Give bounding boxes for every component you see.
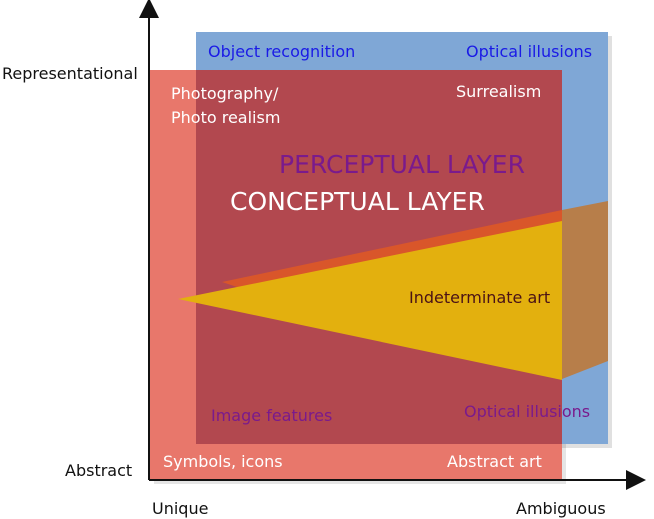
photography-label-line1: Photography/ <box>171 84 279 103</box>
conceptual-layer-title: CONCEPTUAL LAYER <box>230 187 485 216</box>
optical-illusions-bottom-label: Optical illusions <box>464 402 591 421</box>
optical-illusions-top-label: Optical illusions <box>466 42 593 61</box>
surrealism-label: Surrealism <box>456 82 542 101</box>
x-axis-right-label: Ambiguous <box>516 499 606 518</box>
perceptual-layer-title: PERCEPTUAL LAYER <box>279 150 525 179</box>
indeterminate-art-label: Indeterminate art <box>409 288 551 307</box>
y-axis-bottom-label: Abstract <box>65 461 133 480</box>
object-recognition-label: Object recognition <box>208 42 356 61</box>
image-features-label: Image features <box>211 406 333 425</box>
y-axis-top-label: Representational <box>2 64 138 83</box>
indeterminate-wedge-extension <box>562 201 608 379</box>
photography-label-line2: Photo realism <box>171 108 281 127</box>
indeterminate-wedge <box>178 221 562 380</box>
symbols-icons-label: Symbols, icons <box>163 452 283 471</box>
indeterminate-wedge-edge <box>222 210 562 288</box>
x-axis-left-label: Unique <box>152 499 209 518</box>
abstract-art-label: Abstract art <box>447 452 542 471</box>
